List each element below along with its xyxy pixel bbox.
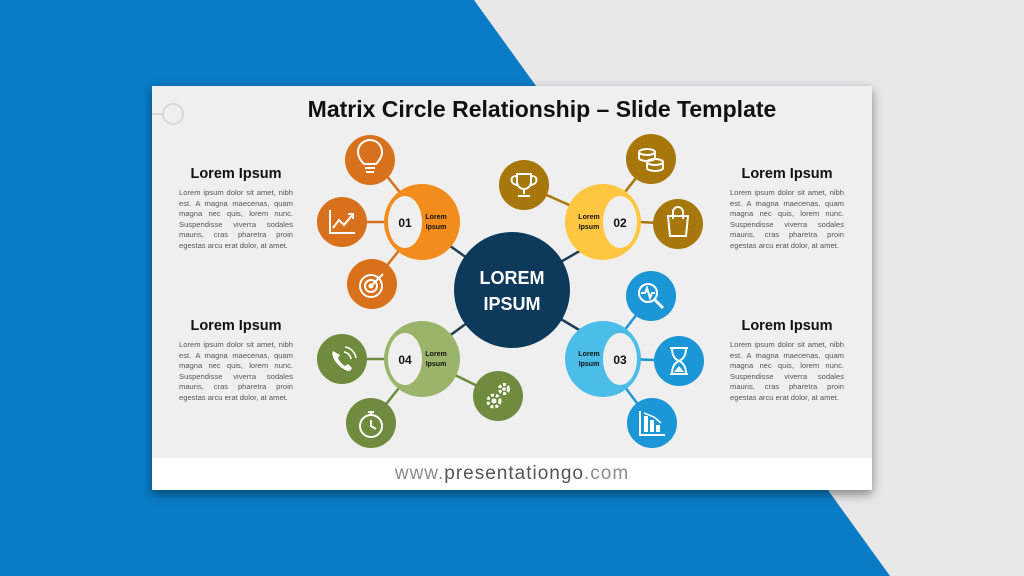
hourglass-icon — [654, 336, 704, 386]
slide: Matrix Circle Relationship – Slide Templ… — [152, 86, 872, 490]
hub-label: Ipsum — [579, 361, 600, 368]
hub-label: Lorem — [425, 351, 446, 358]
center-circle: LOREM IPSUM — [454, 232, 570, 348]
hub-label: Lorem — [578, 351, 599, 358]
footer-suffix: .com — [583, 463, 630, 484]
hub-02: 02 Lorem Ipsum — [565, 184, 641, 260]
hub-04: 04 Lorem Ipsum — [384, 321, 460, 397]
text-block-bottom-left: Lorem Ipsum Lorem ipsum dolor sit amet, … — [179, 318, 293, 404]
hub-label: Lorem — [578, 214, 599, 221]
phone-call-icon — [317, 334, 367, 384]
hub-number: 04 — [398, 353, 412, 367]
footer-url: www.presentationgo.com — [152, 458, 872, 490]
text-block-top-left: Lorem Ipsum Lorem ipsum dolor sit amet, … — [179, 166, 293, 252]
decorative-ring — [162, 103, 184, 125]
block-heading: Lorem Ipsum — [190, 318, 282, 334]
decorative-line — [152, 113, 164, 115]
hub-label: Lorem — [425, 214, 446, 221]
text-block-top-right: Lorem Ipsum Lorem ipsum dolor sit amet, … — [730, 166, 844, 252]
footer-brand: presentationgo — [444, 463, 584, 484]
magnifier-pulse-icon — [626, 271, 676, 321]
hub-label: Ipsum — [426, 361, 447, 368]
growth-chart-icon — [317, 197, 367, 247]
block-heading: Lorem Ipsum — [741, 166, 833, 182]
bar-chart-down-icon — [627, 398, 677, 448]
block-heading: Lorem Ipsum — [741, 318, 833, 334]
footer-prefix: www. — [394, 463, 445, 484]
stopwatch-icon — [346, 398, 396, 448]
hub-01: 01 Lorem Ipsum — [384, 184, 460, 260]
hub-label: Ipsum — [426, 224, 447, 231]
shopping-bag-icon — [653, 199, 703, 249]
coins-icon — [626, 134, 676, 184]
block-body: Lorem ipsum dolor sit amet, nibh est. A … — [730, 188, 844, 250]
text-block-bottom-right: Lorem Ipsum Lorem ipsum dolor sit amet, … — [730, 318, 844, 404]
center-label: LOREM — [480, 268, 545, 288]
center-label: IPSUM — [483, 294, 540, 314]
trophy-icon — [499, 160, 549, 210]
lightbulb-icon — [345, 135, 395, 185]
block-body: Lorem ipsum dolor sit amet, nibh est. A … — [179, 188, 293, 250]
block-heading: Lorem Ipsum — [190, 166, 282, 182]
block-body: Lorem ipsum dolor sit amet, nibh est. A … — [730, 340, 844, 402]
slide-title: Matrix Circle Relationship – Slide Templ… — [307, 96, 777, 122]
hub-number: 02 — [613, 216, 627, 230]
hub-03: 03 Lorem Ipsum — [565, 321, 641, 397]
target-icon — [347, 259, 397, 309]
hub-number: 03 — [613, 353, 627, 367]
block-body: Lorem ipsum dolor sit amet, nibh est. A … — [179, 340, 293, 402]
matrix-circle-diagram: 01 Lorem Ipsum 02 Lorem Ipsum 03 Lorem I… — [317, 134, 704, 448]
hub-number: 01 — [398, 216, 412, 230]
hub-label: Ipsum — [579, 224, 600, 231]
gears-icon — [473, 371, 523, 421]
